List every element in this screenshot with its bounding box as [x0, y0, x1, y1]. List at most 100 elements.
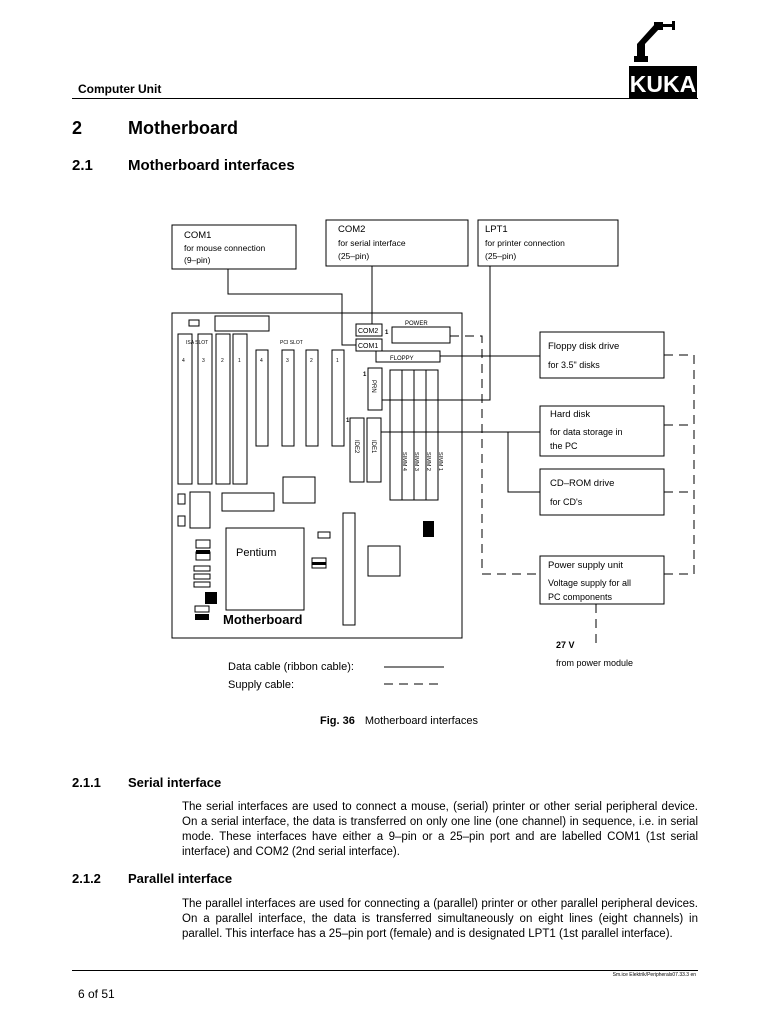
pci-num-2: 2 — [310, 358, 313, 364]
floppy-box — [539, 331, 665, 379]
pin1-marker-3: 1 — [346, 418, 350, 424]
pin-header-1 — [195, 539, 211, 549]
pin1-marker-2: 1 — [363, 372, 367, 378]
simm2-label: SIMM 2 — [425, 452, 431, 471]
heading2-title: Motherboard interfaces — [128, 157, 295, 174]
lpt1-callout-box — [477, 219, 619, 267]
board-outline — [171, 312, 463, 639]
heading1-title: Motherboard — [128, 118, 238, 138]
pci-slot-label: PCI SLOT — [280, 340, 303, 346]
com2-title: COM2 — [338, 224, 365, 235]
isa-slot-1 — [232, 333, 248, 485]
pci-slot-2 — [305, 349, 319, 447]
heading1-number: 2 — [72, 118, 83, 138]
simm1-label: SIMM 1 — [437, 452, 443, 471]
power-conn-label: POWER — [405, 321, 428, 327]
lpt1-title: LPT1 — [485, 224, 508, 235]
isa-num-2: 2 — [221, 358, 224, 364]
chip-black — [423, 521, 434, 537]
board-label: Motherboard — [223, 612, 303, 627]
section-212-number: 2.1.2 — [72, 871, 101, 886]
jumper-1 — [177, 493, 186, 505]
com2-callout-box — [325, 219, 469, 267]
pin-bar-2 — [195, 614, 209, 620]
com1-title: COM1 — [184, 230, 211, 241]
ide2-connector — [349, 417, 365, 483]
com1-port-label: COM1 — [358, 343, 378, 350]
isa-num-1: 1 — [238, 358, 241, 364]
logo-plate — [629, 66, 697, 98]
com2-port-label: COM2 — [358, 328, 378, 335]
isa-num-4: 4 — [182, 358, 185, 364]
ide1-label: IDE1 — [370, 440, 376, 454]
ide2-label: IDE2 — [353, 440, 359, 454]
logo-text: KUKA — [630, 71, 696, 97]
harddisk-line2: the PC — [550, 441, 578, 451]
chip-top — [214, 315, 270, 332]
isa-slot-label: ISA SLOT — [186, 340, 208, 346]
ide1-connector — [366, 417, 382, 483]
heading2-number: 2.1 — [72, 157, 93, 174]
cpu-label: Pentium — [236, 547, 276, 559]
isa-slot-3 — [197, 333, 213, 485]
harddisk-line1: for data storage in — [550, 427, 623, 437]
cdrom-line1: for CD's — [550, 497, 583, 507]
cpu-socket — [225, 527, 305, 611]
power-voltage: 27 V — [556, 640, 575, 650]
com1-callout-box — [171, 224, 297, 270]
legend-data-cable: Data cable (ribbon cable): — [228, 661, 354, 673]
footer-doc-code: Sm.ice Elektrik/Peripherals07.33.3 en — [612, 972, 696, 978]
power-connector — [391, 326, 451, 344]
kuka-logo: KUKA — [629, 21, 697, 98]
isa-slot-2 — [215, 333, 231, 485]
simm3-label: SIMM 3 — [413, 452, 419, 471]
pci-num-3: 3 — [286, 358, 289, 364]
page-number: 6 of 51 — [78, 987, 115, 1001]
pin1-marker-1: 1 — [385, 330, 389, 336]
com2-line1: for serial interface — [338, 238, 406, 248]
cdrom-cable — [507, 432, 540, 493]
pci-slot-4 — [255, 349, 269, 447]
pci-num-1: 1 — [336, 358, 339, 364]
agp-slot — [342, 512, 356, 626]
com1-line2: (9–pin) — [184, 255, 211, 265]
section-212-title: Parallel interface — [128, 871, 233, 886]
prn-connector — [367, 367, 383, 411]
psu-line2: PC components — [548, 592, 613, 602]
chip-left — [189, 491, 211, 529]
footer-rule — [72, 970, 698, 971]
cdrom-box — [539, 468, 665, 516]
lpt1-line2: (25–pin) — [485, 251, 516, 261]
jumper-small — [188, 319, 200, 327]
com2-connector — [355, 323, 383, 337]
harddisk-title: Hard disk — [550, 409, 590, 420]
header-rule — [72, 98, 698, 99]
floppy-line1: for 3.5" disks — [548, 360, 600, 370]
psu-box — [539, 555, 665, 605]
pin-bar-3 — [312, 562, 326, 565]
pin-header-5 — [193, 581, 211, 588]
pci-num-4: 4 — [260, 358, 263, 364]
battery-mark — [205, 592, 217, 604]
supply-cables — [450, 335, 695, 648]
floppy-title: Floppy disk drive — [548, 341, 619, 352]
cdrom-title: CD–ROM drive — [550, 478, 614, 489]
jumper-2 — [177, 515, 186, 527]
prn-conn-label: PRN — [370, 380, 376, 393]
pin-bar-1 — [196, 550, 210, 554]
psu-title: Power supply unit — [548, 560, 623, 571]
jumper-mid — [317, 531, 331, 539]
pin-header-4 — [193, 573, 211, 580]
chip-mid — [221, 492, 275, 512]
com1-line1: for mouse connection — [184, 243, 266, 253]
power-source: from power module — [556, 658, 633, 668]
com1-cable — [227, 269, 356, 346]
com2-line2: (25–pin) — [338, 251, 369, 261]
floppy-conn-label: FLOPPY — [390, 356, 414, 362]
pci-slot-1 — [331, 349, 345, 447]
legend-supply-cable: Supply cable: — [228, 679, 294, 691]
isa-slot-4 — [177, 333, 193, 485]
pci-slot-3 — [281, 349, 295, 447]
section-211-number: 2.1.1 — [72, 775, 101, 790]
